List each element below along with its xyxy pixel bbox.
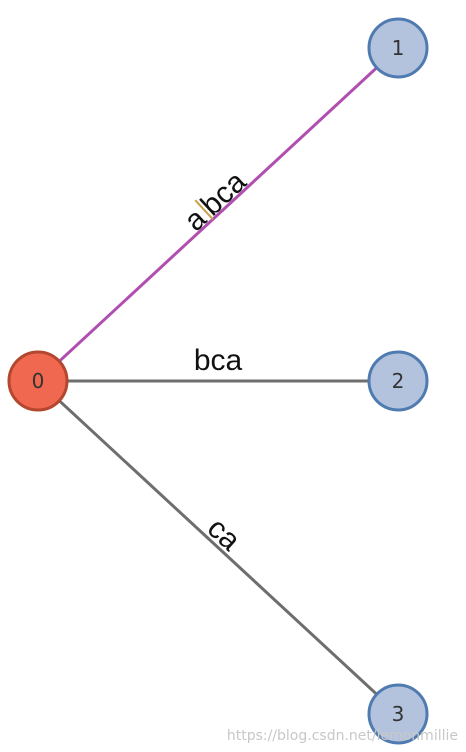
node-0[interactable]: 0: [7, 350, 69, 412]
edge-0-3: [36, 379, 400, 716]
node-0-label: 0: [32, 369, 45, 393]
node-1-label: 1: [392, 36, 405, 60]
edge-0-1: [36, 46, 400, 383]
node-1[interactable]: 1: [367, 17, 429, 79]
node-2-label: 2: [392, 369, 405, 393]
watermark: https://blog.csdn.net/lemonmillie: [227, 728, 458, 744]
node-3-label: 3: [392, 702, 405, 726]
edge-label-0-3: ca: [201, 511, 247, 557]
edge-label-0-3-group: ca: [201, 511, 247, 557]
edge-label-0-2: bca: [194, 344, 243, 377]
node-2[interactable]: 2: [367, 350, 429, 412]
svg-text:abca: abca: [178, 165, 253, 238]
node-3[interactable]: 3: [367, 683, 429, 745]
edge-label-0-1: abca: [178, 165, 253, 238]
edge-label-0-1-suffix: bca: [195, 165, 253, 222]
text-cursor: [194, 199, 214, 220]
